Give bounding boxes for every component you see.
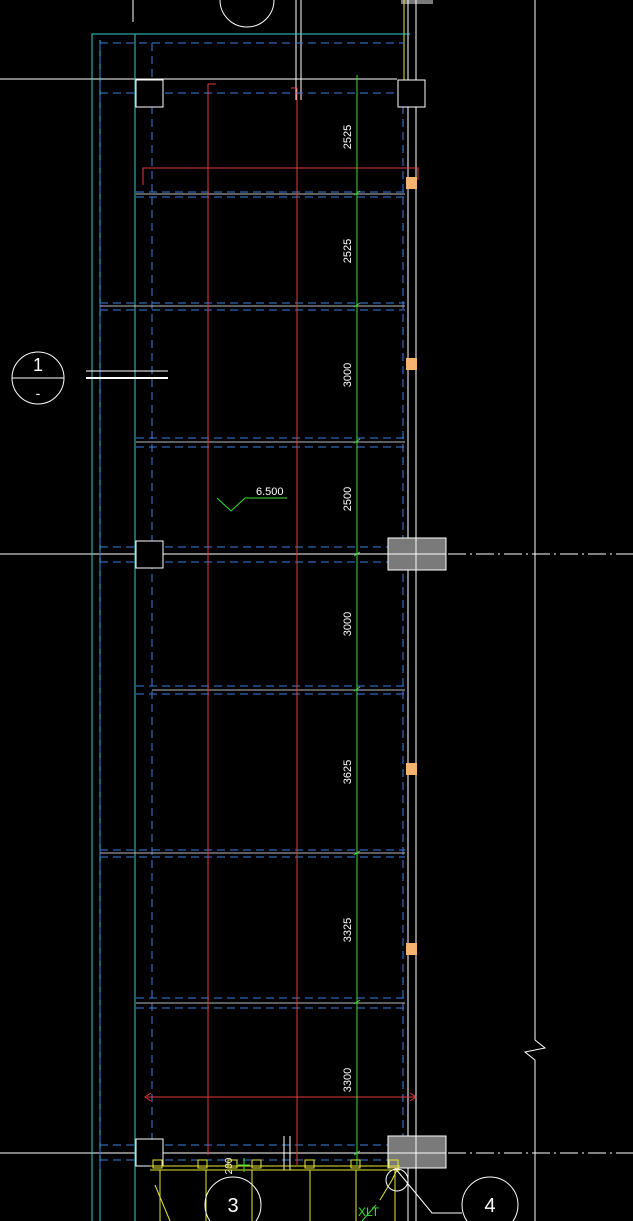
slab-edges	[100, 193, 405, 1004]
bottom-green-marks	[238, 1158, 377, 1221]
xlt-label: XLT	[358, 1205, 380, 1219]
grid-bubble-4-label: 4	[484, 1195, 495, 1217]
cyan-outline	[91, 33, 410, 1221]
dim-label-4: 2500	[342, 487, 354, 511]
green-dimension-line	[353, 75, 361, 1165]
dim-label-1: 2525	[342, 125, 354, 149]
columns	[135, 79, 447, 1169]
right-wall	[407, 0, 417, 1221]
bottom-detail	[150, 1165, 400, 1221]
top-grid-bubble	[219, 0, 275, 28]
dim-label-8: 3300	[342, 1068, 354, 1092]
dim-label-7: 3325	[342, 918, 354, 942]
grid-bubble-3: 3	[204, 1176, 262, 1221]
dim-label-2: 2525	[342, 239, 354, 263]
orange-markers	[406, 177, 417, 955]
top-column	[401, 0, 433, 4]
blue-dashed-beams	[99, 42, 405, 1170]
dim-label-3: 3000	[342, 363, 354, 387]
dim-label-6: 3625	[342, 760, 354, 784]
elevation-marker: 6.500	[216, 486, 287, 512]
grid-bubble-4: 4	[385, 1167, 519, 1221]
section-mark-number: 1	[33, 355, 43, 375]
dim-label-5: 3000	[342, 612, 354, 636]
section-mark: 1 -	[11, 351, 168, 405]
grid-bubble-3-label: 3	[227, 1195, 238, 1217]
bottom-rebar-marks	[152, 1159, 399, 1169]
red-lines	[142, 83, 419, 1165]
section-mark-sub: -	[36, 385, 41, 401]
dimension-labels: 2525 2525 3000 2500 3000 3625 3325 3300 …	[224, 125, 354, 1175]
break-line	[283, 1136, 291, 1170]
elevation-label: 6.500	[256, 486, 284, 498]
